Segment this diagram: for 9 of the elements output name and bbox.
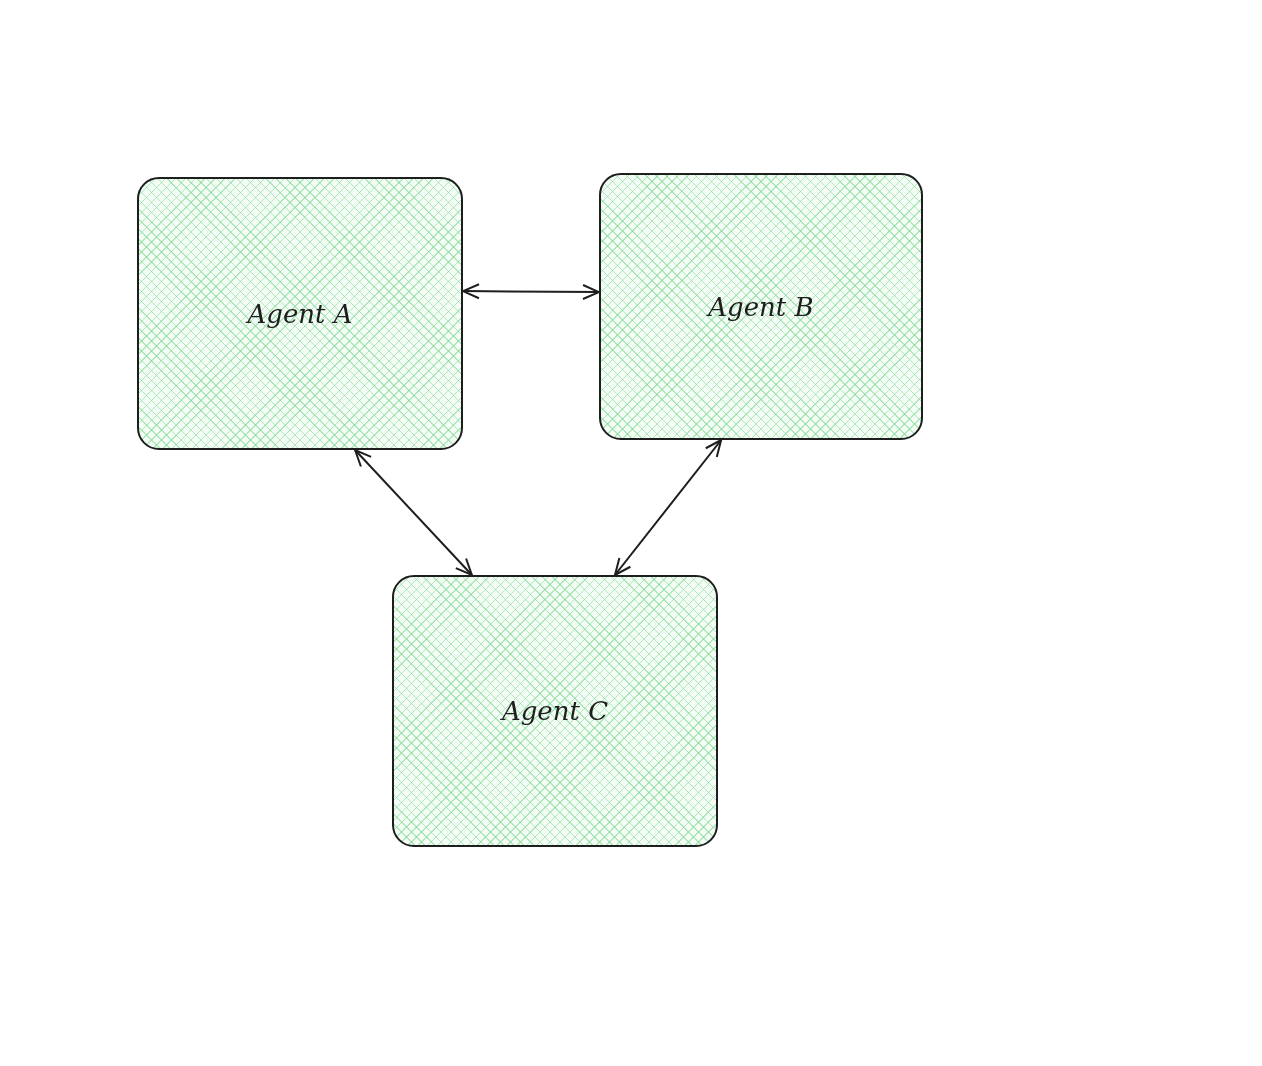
arrow: [462, 283, 600, 300]
arrow: [354, 449, 473, 576]
node-label: Agent C: [501, 696, 609, 726]
node-label: Agent A: [247, 298, 353, 329]
arrow: [614, 439, 723, 576]
node-label: Agent B: [708, 291, 814, 322]
agent-box: [392, 575, 718, 847]
agent-box: [599, 173, 923, 440]
agent-box: [137, 177, 463, 450]
